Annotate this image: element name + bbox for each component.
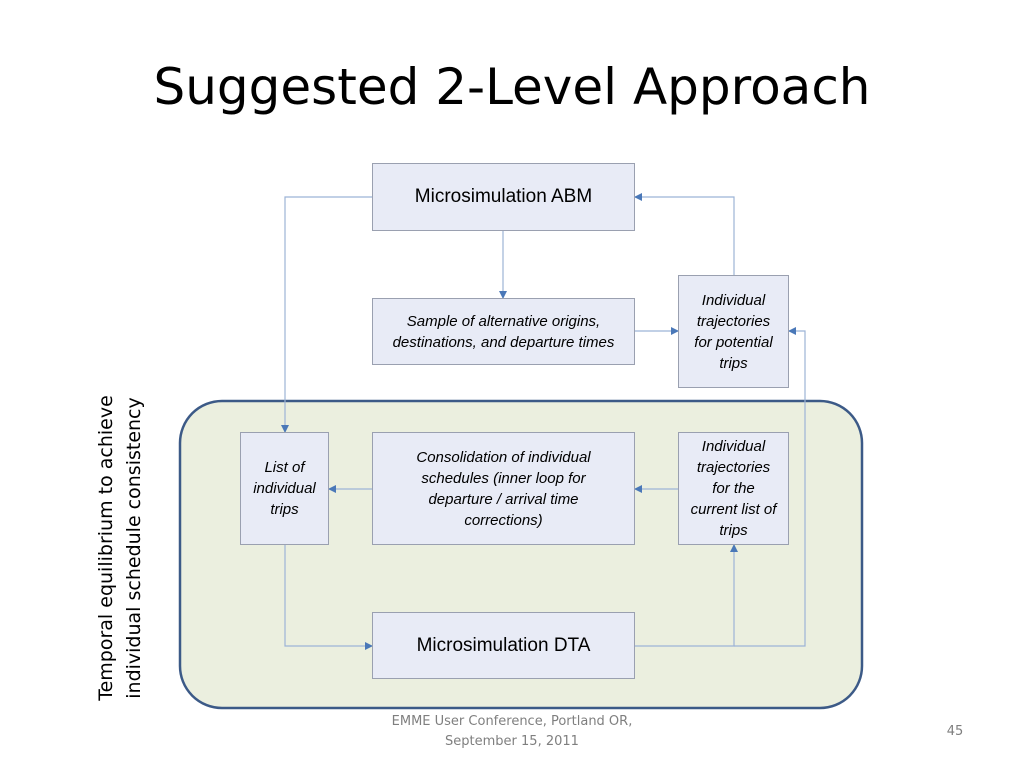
node-sample-alternatives-line1: Sample of alternative origins, — [406, 312, 601, 330]
node-current-trajectories-line3: for the — [712, 480, 755, 497]
node-potential-trajectories: Individual trajectories for potential tr… — [678, 275, 789, 388]
page-number: 45 — [946, 724, 964, 739]
node-potential-trajectories-line1: Individual — [701, 291, 766, 309]
equilibrium-side-label-line1: Temporal equilibrium to achieve — [95, 395, 117, 701]
node-potential-trajectories-line4: trips — [719, 354, 748, 372]
node-list-of-trips-line3: trips — [270, 501, 299, 518]
node-sample-alternatives-line2: destinations, and departure times — [392, 333, 615, 351]
node-current-trajectories-line1: Individual — [701, 438, 766, 455]
node-microsimulation-abm: Microsimulation ABM — [372, 163, 635, 231]
node-consolidation: Consolidation of individual schedules (i… — [372, 432, 635, 545]
node-list-of-trips-line2: individual — [253, 480, 316, 497]
node-current-trajectories-line2: trajectories — [696, 459, 771, 476]
footer-line2: September 15, 2011 — [445, 734, 579, 749]
node-microsimulation-dta: Microsimulation DTA — [372, 612, 635, 679]
node-sample-alternatives: Sample of alternative origins, destinati… — [372, 298, 635, 365]
node-consolidation-line4: corrections) — [464, 511, 543, 529]
connector-dta-to-potential — [734, 327, 806, 647]
connector-abm-to-trips-list — [281, 196, 372, 433]
node-microsimulation-dta-label: Microsimulation DTA — [416, 634, 591, 656]
footer-line1: EMME User Conference, Portland OR, — [391, 714, 633, 729]
node-microsimulation-abm-label: Microsimulation ABM — [414, 186, 593, 207]
node-current-trajectories-line5: trips — [719, 522, 748, 539]
slide-title: Suggested 2-Level Approach — [153, 58, 871, 116]
node-consolidation-line3: departure / arrival time — [428, 490, 579, 508]
node-potential-trajectories-line2: trajectories — [696, 312, 771, 330]
equilibrium-side-label-line2: individual schedule consistency — [123, 397, 145, 699]
node-consolidation-line1: Consolidation of individual — [416, 448, 591, 466]
equilibrium-side-label: Temporal equilibrium to achieve individu… — [92, 348, 152, 748]
node-potential-trajectories-line3: for potential — [694, 333, 773, 351]
node-current-trajectories: Individual trajectories for the current … — [678, 432, 789, 545]
connector-potential-to-abm — [634, 193, 735, 275]
node-current-trajectories-line4: current list of — [690, 501, 777, 518]
footer: EMME User Conference, Portland OR, Septe… — [312, 712, 712, 752]
node-list-of-trips: List of individual trips — [240, 432, 329, 545]
node-consolidation-line2: schedules (inner loop for — [421, 469, 586, 487]
node-list-of-trips-line1: List of — [264, 459, 305, 476]
connector-trips-list-to-dta — [284, 545, 373, 650]
